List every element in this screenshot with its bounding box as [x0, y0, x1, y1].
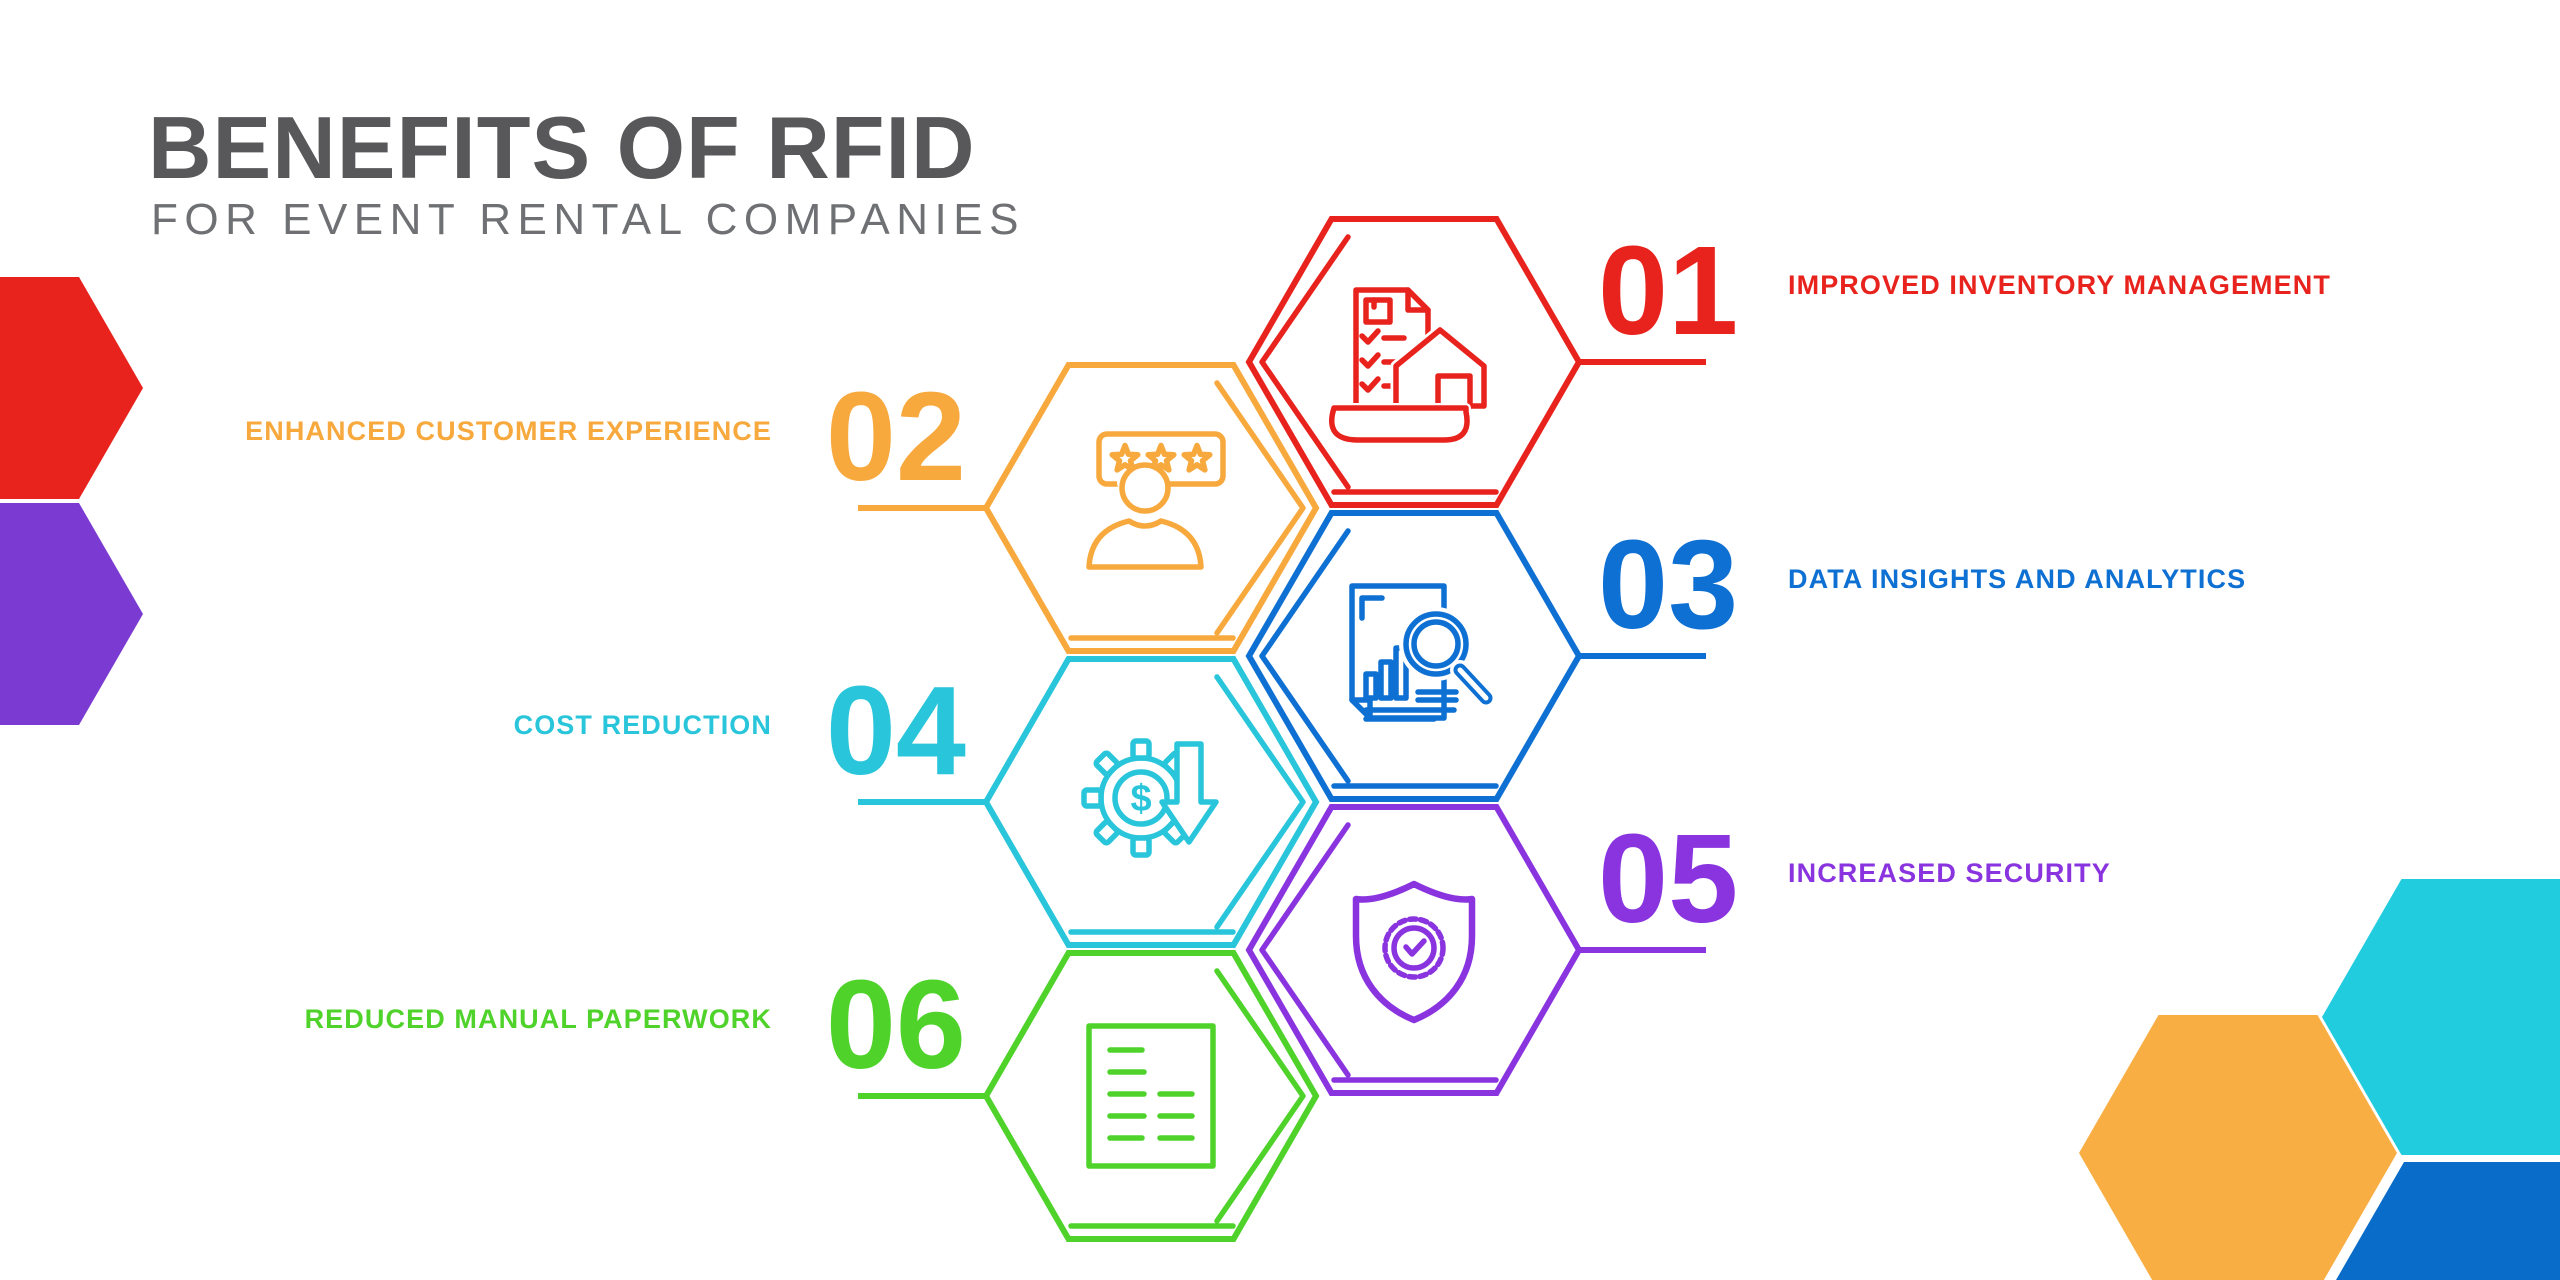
hexagon-01-improved-inventory-management: [1245, 216, 1706, 508]
corner-cyan-hexagon: [2322, 879, 2560, 1155]
hexagon-06-reduced-manual-paperwork: [858, 950, 1320, 1242]
gear-dollar-down-arrow-icon: $: [1081, 738, 1219, 858]
corner-blue-hexagon: [2336, 1162, 2560, 1280]
item-05-label: INCREASED SECURITY: [1788, 858, 2111, 888]
left-purple-hexagon: [0, 503, 143, 725]
report-magnifier-chart-icon: [1349, 583, 1496, 722]
inventory-checklist-warehouse-icon: [1326, 287, 1490, 445]
left-red-hexagon: [0, 277, 143, 499]
item-03-label: DATA INSIGHTS AND ANALYTICS: [1788, 564, 2247, 594]
item-04-number: 04: [825, 660, 966, 801]
item-01-label: IMPROVED INVENTORY MANAGEMENT: [1788, 270, 2331, 300]
item-06-number: 06: [825, 954, 966, 1095]
item-02-label: ENHANCED CUSTOMER EXPERIENCE: [245, 416, 772, 446]
hexagon-03-data-insights-and-analytics: [1245, 510, 1706, 802]
item-06-label: REDUCED MANUAL PAPERWORK: [304, 1004, 772, 1034]
item-02-number: 02: [825, 366, 966, 507]
hexagon-02-enhanced-customer-experience: [858, 362, 1320, 654]
page-title: BENEFITS OF RFID: [148, 98, 976, 197]
item-05-number: 05: [1598, 808, 1739, 949]
corner-orange-hexagon: [2079, 1015, 2397, 1280]
hexagon-05-increased-security: [1245, 804, 1706, 1096]
hexagon-04-cost-reduction: $: [858, 656, 1320, 948]
shield-badge-check-icon: [1352, 880, 1476, 1024]
item-03-number: 03: [1598, 514, 1739, 655]
item-01-number: 01: [1598, 220, 1739, 361]
document-text-lines-icon: [1086, 1023, 1216, 1169]
item-04-label: COST REDUCTION: [513, 710, 772, 740]
decorative-hexagons: [0, 277, 2560, 1280]
dollar-glyph: $: [1130, 778, 1151, 820]
page-subtitle: FOR EVENT RENTAL COMPANIES: [151, 195, 1025, 244]
customer-review-stars-icon: [1086, 431, 1226, 570]
